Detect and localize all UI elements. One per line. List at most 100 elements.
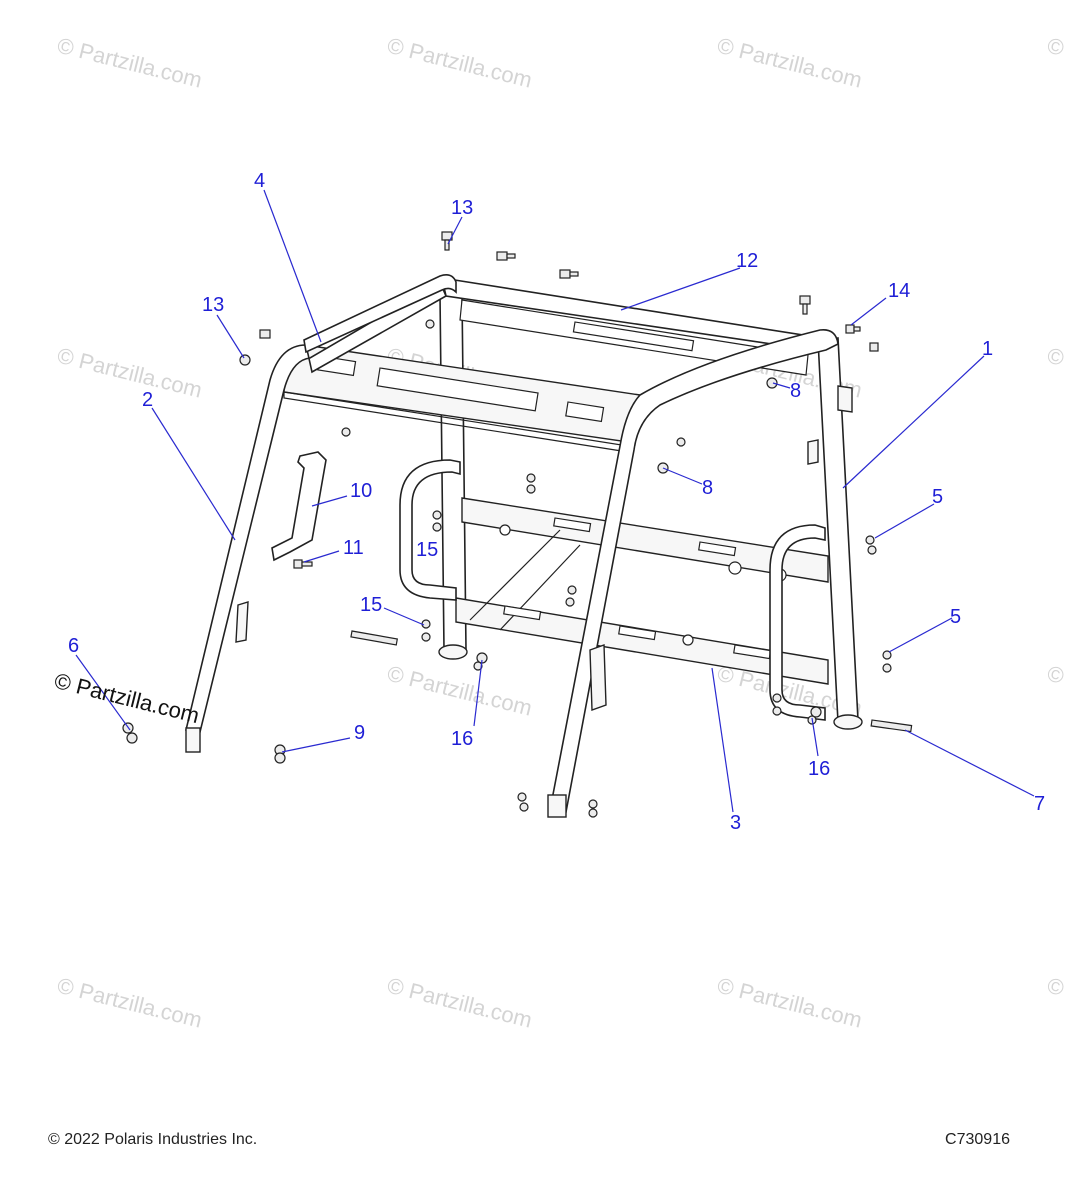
leader-line (772, 382, 791, 389)
leader-line (811, 717, 819, 757)
leader-line (447, 216, 463, 245)
bolt (870, 719, 913, 733)
washer (519, 802, 529, 812)
nut (341, 427, 351, 437)
right-foot-plate (547, 794, 567, 818)
nut (565, 597, 575, 607)
bolt (559, 269, 571, 279)
watermark: © Partzilla.com (385, 661, 535, 721)
callout-5: 5 (950, 606, 961, 628)
leader-line (904, 729, 1035, 797)
washer (588, 808, 598, 818)
bolt (799, 295, 811, 305)
bolt (293, 559, 303, 569)
rear-right-foot (833, 714, 863, 730)
bolt (869, 342, 879, 352)
washer (588, 799, 598, 809)
callout-15: 15 (360, 594, 382, 616)
rops-frame-drawing (122, 231, 913, 818)
copyright-text: © 2022 Polaris Industries Inc. (48, 1131, 258, 1148)
callout-7: 7 (1034, 793, 1045, 815)
leader-line (842, 355, 985, 489)
brace-hole (682, 634, 694, 646)
bolt (853, 326, 861, 332)
watermark: © Partzilla.com (715, 973, 865, 1033)
callout-8: 8 (790, 380, 801, 402)
callout-2: 2 (142, 389, 153, 411)
leader-line (303, 550, 340, 563)
callout-3: 3 (730, 812, 741, 834)
left-post-bracket (235, 601, 249, 643)
washer (810, 706, 822, 718)
left-foot-plate (185, 727, 201, 753)
washer (473, 661, 483, 671)
rear-left-foot (438, 644, 468, 660)
callout-16: 16 (808, 758, 830, 780)
nut (239, 354, 251, 366)
nut (882, 650, 892, 660)
brace-hole (728, 561, 742, 575)
rear-right-bracket (807, 439, 819, 465)
watermark: © Partzilla.com (715, 33, 865, 93)
leader-line (620, 267, 741, 311)
callout-9: 9 (354, 722, 365, 744)
nut (567, 585, 577, 595)
left-roll-tube-top (303, 274, 457, 354)
nut (432, 510, 442, 520)
nut (421, 632, 431, 642)
leader-line (888, 617, 953, 653)
brace-slot (553, 517, 592, 533)
nut (772, 693, 782, 703)
washer (517, 792, 527, 802)
watermark: © Partzilla.com (55, 343, 205, 403)
watermark: © Partzilla.com (1045, 33, 1066, 93)
leader-line (263, 189, 322, 343)
bolt (350, 630, 398, 646)
brace-hole (499, 524, 511, 536)
watermark: © Partzilla.com (55, 33, 205, 93)
leader-line (216, 314, 245, 359)
callout-16: 16 (451, 728, 473, 750)
callout-14: 14 (888, 280, 910, 302)
callout-layer: 1 2 3 4 5 5 6 7 8 8 9 10 11 12 13 13 14 … (68, 170, 1045, 834)
nut (421, 619, 431, 629)
nut (882, 663, 892, 673)
watermark: © Partzilla.com (1045, 973, 1066, 1033)
brace-slot (503, 605, 542, 621)
callout-1: 1 (982, 338, 993, 360)
right-post-bracket (589, 644, 607, 711)
callout-13: 13 (451, 197, 473, 219)
callout-10: 10 (350, 480, 372, 502)
rear-top-slot (572, 321, 695, 352)
callout-6: 6 (68, 635, 79, 657)
bolt (444, 239, 450, 251)
leader-line (151, 407, 236, 541)
bolt (506, 253, 516, 259)
nut (432, 522, 442, 532)
leader-line (281, 737, 351, 753)
callout-8: 8 (702, 477, 713, 499)
nut (425, 319, 435, 329)
brace-slot (698, 541, 737, 557)
rear-right-bracket (837, 385, 853, 413)
header-window (565, 401, 605, 423)
nut (676, 437, 686, 447)
nut (867, 545, 877, 555)
leader-line (662, 467, 703, 485)
leader-lines (75, 189, 1035, 813)
watermark: © Partzilla.com (55, 973, 205, 1033)
brace-slot (618, 625, 657, 641)
rear-brace-upper (461, 497, 829, 583)
callout-4: 4 (254, 170, 265, 192)
nut (865, 535, 875, 545)
washer (274, 752, 286, 764)
bolt (496, 251, 508, 261)
handle-bar (271, 451, 327, 562)
watermark: © Partzilla.com (1045, 661, 1066, 721)
rear-brace-lower (455, 597, 829, 685)
callout-15: 15 (416, 539, 438, 561)
watermark: © Partzilla.com (385, 33, 535, 93)
left-roll-tube (185, 280, 448, 733)
watermark: © Partzilla.com (1045, 343, 1066, 403)
